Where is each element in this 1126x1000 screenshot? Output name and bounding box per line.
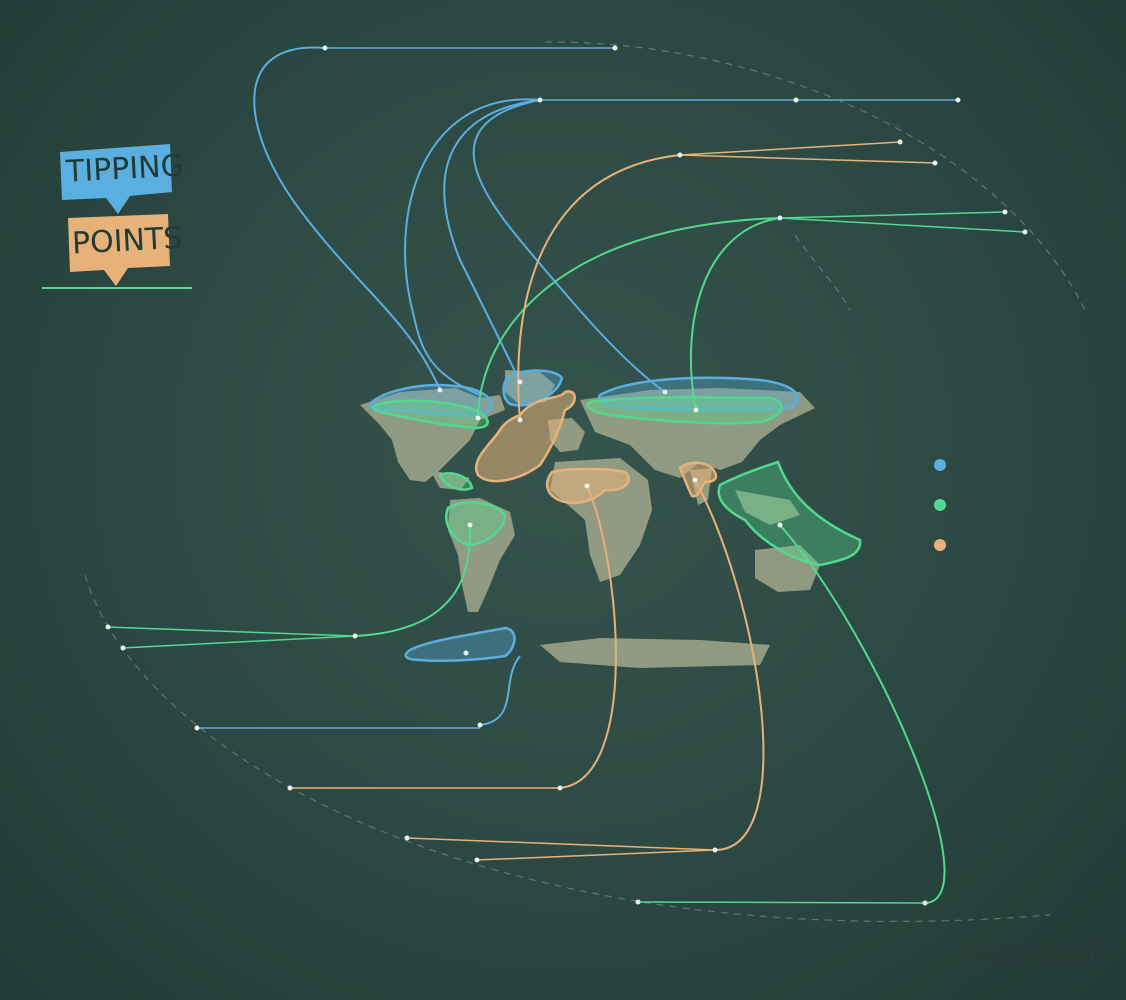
leader-permafrost xyxy=(472,99,666,393)
badge-points-text: POINTS xyxy=(71,220,184,262)
legend-ice-dot xyxy=(934,459,946,471)
guide-arc-inner xyxy=(794,234,851,311)
north-america xyxy=(360,388,505,482)
anchor-dots xyxy=(105,45,1028,906)
south-america xyxy=(448,498,515,612)
legend-biosphere-dot xyxy=(934,499,946,511)
leader-amoc-h xyxy=(679,141,936,164)
southeast-asia xyxy=(735,490,800,525)
leader-coral xyxy=(779,524,946,904)
leader-wam xyxy=(559,485,617,789)
guide-arc-bottom xyxy=(84,574,1051,922)
region-coral-reefs xyxy=(717,460,862,567)
label-arctic-sea-ice xyxy=(176,30,326,46)
leader-lines xyxy=(107,46,1026,904)
region-boreal-forest-america xyxy=(372,399,489,430)
badge-points-shape xyxy=(68,214,170,286)
leader-amazon xyxy=(354,524,471,637)
tipping-points-badge xyxy=(42,144,192,289)
leader-arctic-sea-ice xyxy=(253,46,441,391)
guide-arcs xyxy=(84,41,1086,922)
region-boreal-forest-eurasia xyxy=(586,396,783,425)
antarctica xyxy=(540,638,770,668)
region-permafrost xyxy=(597,376,799,412)
badge-tipping-shape xyxy=(60,144,172,214)
region-caribbean xyxy=(438,471,474,491)
leader-boreal-eurasia xyxy=(689,217,781,411)
leader-boreal-h xyxy=(779,211,1026,233)
leader-amoc xyxy=(517,154,681,421)
guide-arc-top xyxy=(544,41,1086,311)
leader-coral-h xyxy=(637,901,926,904)
region-amazon-rainforest xyxy=(445,501,507,547)
leader-wais xyxy=(479,655,521,726)
brand-tagline: CLEAR ON CLIMATE xyxy=(985,964,1085,971)
leader-boreal-america xyxy=(477,217,781,419)
leader-indian-monsoon-h xyxy=(406,837,716,861)
leader-greenland-b xyxy=(443,99,541,383)
brand-logo: CarbonBrief xyxy=(962,938,1096,966)
australia xyxy=(755,545,820,592)
badge-tipping-text: TIPPING xyxy=(65,148,185,190)
region-west-antarctic-ice-sheet xyxy=(404,626,516,663)
region-indian-monsoon xyxy=(678,461,718,498)
label-arctic-sea-ice-title xyxy=(176,30,326,46)
legend-circulation-dot xyxy=(934,539,946,551)
leader-indian-monsoon xyxy=(694,479,765,851)
leader-greenland-a xyxy=(404,98,541,396)
leader-amazon-h xyxy=(107,626,356,649)
region-amoc xyxy=(474,390,576,483)
